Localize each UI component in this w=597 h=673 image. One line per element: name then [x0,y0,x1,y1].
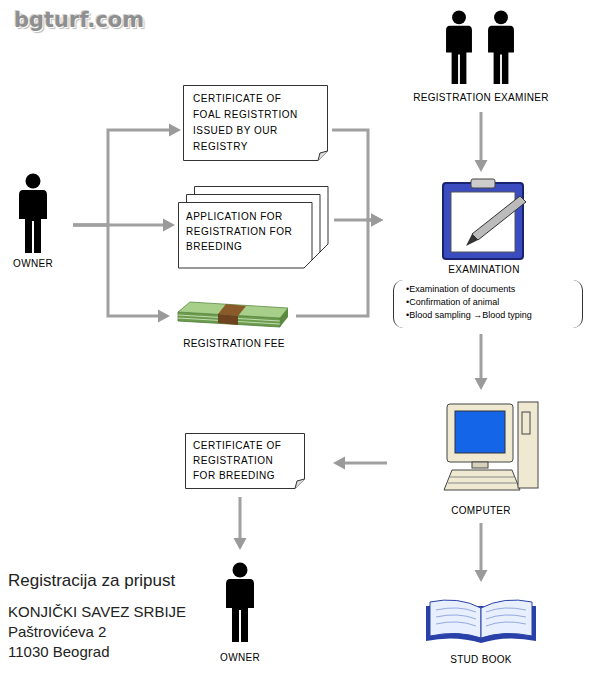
examiner-figure [446,10,472,84]
arrow-head [371,214,383,227]
document-stack: APPLICATION FOR REGISTRATION FOR BREEDIN… [177,182,330,270]
arrow-line [73,224,164,227]
computer-icon [444,402,538,490]
fee-node: REGISTRATION FEE [176,298,292,350]
banknote-stack [178,302,288,327]
flow-arrow [334,214,383,227]
flow-arrow [234,497,247,550]
arrow-head [475,160,488,172]
examiner-node: REGISTRATION EXAMINER [401,8,561,104]
node-label: REGISTRATION EXAMINER [401,92,561,104]
node-label: EXAMINATION [385,264,583,276]
list-item: •Examination of documents [406,283,582,296]
flow-arrow [475,334,488,390]
arrow-line [239,497,242,539]
document-text: CERTIFICATE OF REGISTRATION FOR BREEDING [193,438,293,483]
arrow-head [163,219,175,232]
arrow-head [371,214,383,227]
arrow-line [332,130,372,220]
address-line: 11030 Beograd [8,643,109,660]
flow-arrow [333,457,387,470]
list-item: •Blood sampling →Blood typing [406,309,582,322]
heading-note: Registracija za pripust [8,571,175,591]
node-label: OWNER [2,258,64,270]
arrow-head [333,457,345,470]
list-item: •Confirmation of animal [406,296,582,309]
address-line: Paštrovićeva 2 [8,623,106,640]
node-label: REGISTRATION FEE [176,338,292,350]
arrow-line [480,112,483,161]
document-box: CERTIFICATE OF REGISTRATION FOR BREEDING [185,433,305,489]
flow-arrow [73,124,181,226]
arrow-line [334,219,372,222]
arrow-head [475,570,488,582]
node-label: COMPUTER [401,505,561,517]
arrow-head [158,310,170,323]
address-line: KONJIČKI SAVEZ SRBIJE [8,603,186,620]
arrow-line [344,462,387,465]
node-label: STUD BOOK [411,654,551,666]
flow-arrow [475,523,488,582]
owner-node: OWNER [2,172,64,270]
owner-figure [226,563,254,643]
arrow-head [371,214,383,227]
examination-node: EXAMINATION •Examination of documents•Con… [385,180,583,330]
owner-figure [19,174,47,254]
arrow-line [73,225,159,316]
bracket-list: •Examination of documents•Confirmation o… [393,280,583,328]
node-label: OWNER [210,652,270,664]
arrow-head [475,378,488,390]
arrow-line [480,523,483,571]
document-text: APPLICATION FOR REGISTRATION FOR BREEDIN… [186,209,306,254]
flow-arrow [332,130,383,227]
arrow-line [73,130,170,225]
stud-book-node: STUD BOOK [411,588,551,666]
document-box: CERTIFICATE OF FOAL REGISTRTION ISSUED B… [183,85,328,161]
clipboard-icon [443,179,526,259]
document-text: CERTIFICATE OF FOAL REGISTRTION ISSUED B… [193,91,308,155]
book-icon [426,600,536,643]
flow-arrow [73,225,170,323]
examiner-figure [488,10,514,84]
arrow-head [234,538,247,550]
watermark: bgturf.com [14,8,144,32]
arrow-line [480,334,483,379]
flow-arrow [475,112,488,172]
arrow-head [169,124,181,137]
flow-arrow [73,219,175,232]
computer-node: COMPUTER [401,395,561,517]
owner-node: OWNER [210,558,270,664]
